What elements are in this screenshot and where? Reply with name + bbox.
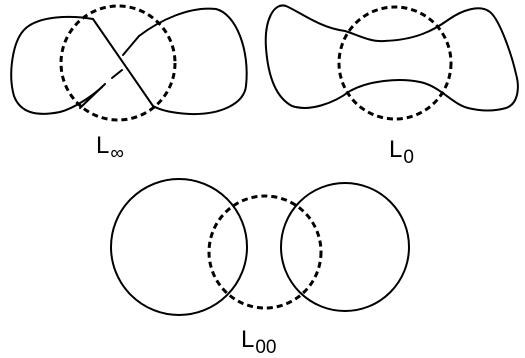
panel-l-infinity: [10, 4, 248, 122]
label-l-zero: L0: [389, 136, 414, 168]
circle-right: [280, 182, 410, 312]
curve-left-lobe: [10, 15, 103, 115]
label-l-zero-subscript: 0: [403, 147, 414, 168]
label-l-double-zero: L00: [241, 326, 277, 358]
panel-l-double-zero: [110, 178, 410, 316]
curve-l0-outer: [264, 4, 519, 112]
label-l-double-zero-base: L: [241, 326, 255, 353]
circle-left: [110, 178, 248, 316]
label-l-infinity-base: L: [96, 132, 110, 159]
panel-l-zero: [264, 4, 519, 121]
label-l-zero-base: L: [389, 136, 403, 163]
label-l-infinity: L∞: [96, 132, 124, 164]
label-l-infinity-subscript: ∞: [110, 143, 124, 164]
dashed-disk-l-infinity: [59, 4, 177, 122]
curve-crossing-under-top: [122, 35, 140, 56]
curve-right-lobe: [138, 7, 248, 116]
dashed-disk-l-double-zero: [207, 194, 323, 310]
dashed-disk-l-zero: [337, 5, 453, 121]
curve-left-lower-arc: [111, 69, 123, 79]
curve-crossing-under-bottom: [79, 83, 106, 109]
curve-crossing-over: [92, 18, 154, 107]
label-l-double-zero-subscript: 00: [255, 337, 277, 358]
